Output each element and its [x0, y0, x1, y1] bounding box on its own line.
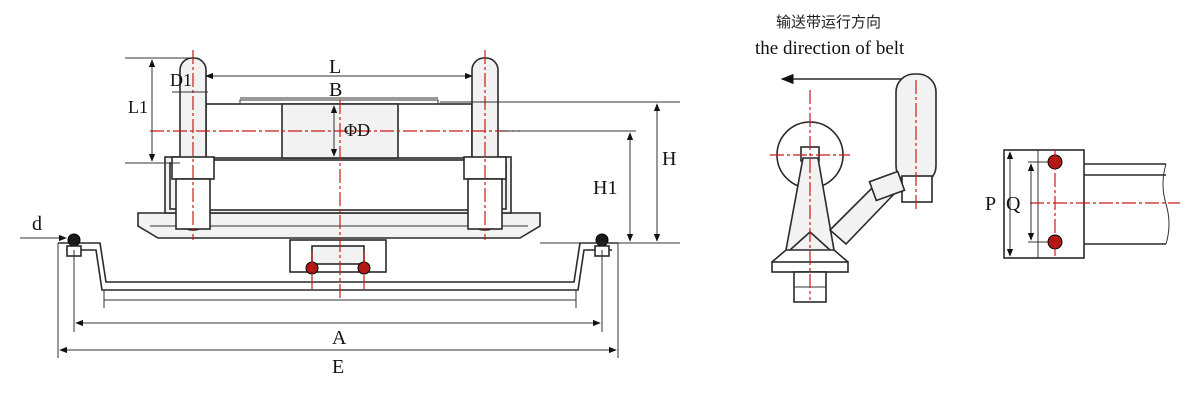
dim-L-label: L [329, 56, 341, 78]
dim-d-label: d [32, 213, 42, 235]
dim-D1-label: D1 [170, 70, 192, 90]
detail-view: P Q [985, 149, 1180, 259]
direction-english-label: the direction of belt [755, 38, 905, 59]
dim-L1-label: L1 [128, 97, 148, 117]
left-bolt [67, 233, 81, 247]
side-arm-joint [868, 170, 906, 202]
side-guide-bracket [901, 175, 933, 203]
dim-phiD-label: ΦD [344, 120, 370, 140]
side-view: 输送带运行方向 the direction of belt [755, 13, 937, 303]
detail-plate [1003, 149, 1085, 259]
belt-strip [239, 99, 439, 105]
side-base-legs [771, 249, 849, 263]
center-support-inner [311, 245, 365, 265]
lower-roller-body [204, 159, 472, 211]
dim-E-label: E [332, 356, 344, 378]
direction-chinese-label: 输送带运行方向 [776, 13, 881, 31]
dim-P-label: P [985, 193, 996, 215]
right-bolt [595, 233, 609, 247]
detail-break-line [1162, 163, 1170, 245]
dim-H1-label: H1 [593, 177, 617, 199]
dim-A-label: A [332, 327, 347, 349]
dim-H-label: H [662, 148, 676, 170]
dim-B-label: B [329, 79, 342, 101]
front-view: L B ΦD D1 L1 H H1 d A [20, 50, 680, 378]
dim-Q-label: Q [1006, 193, 1021, 215]
detail-channel [1084, 163, 1166, 245]
